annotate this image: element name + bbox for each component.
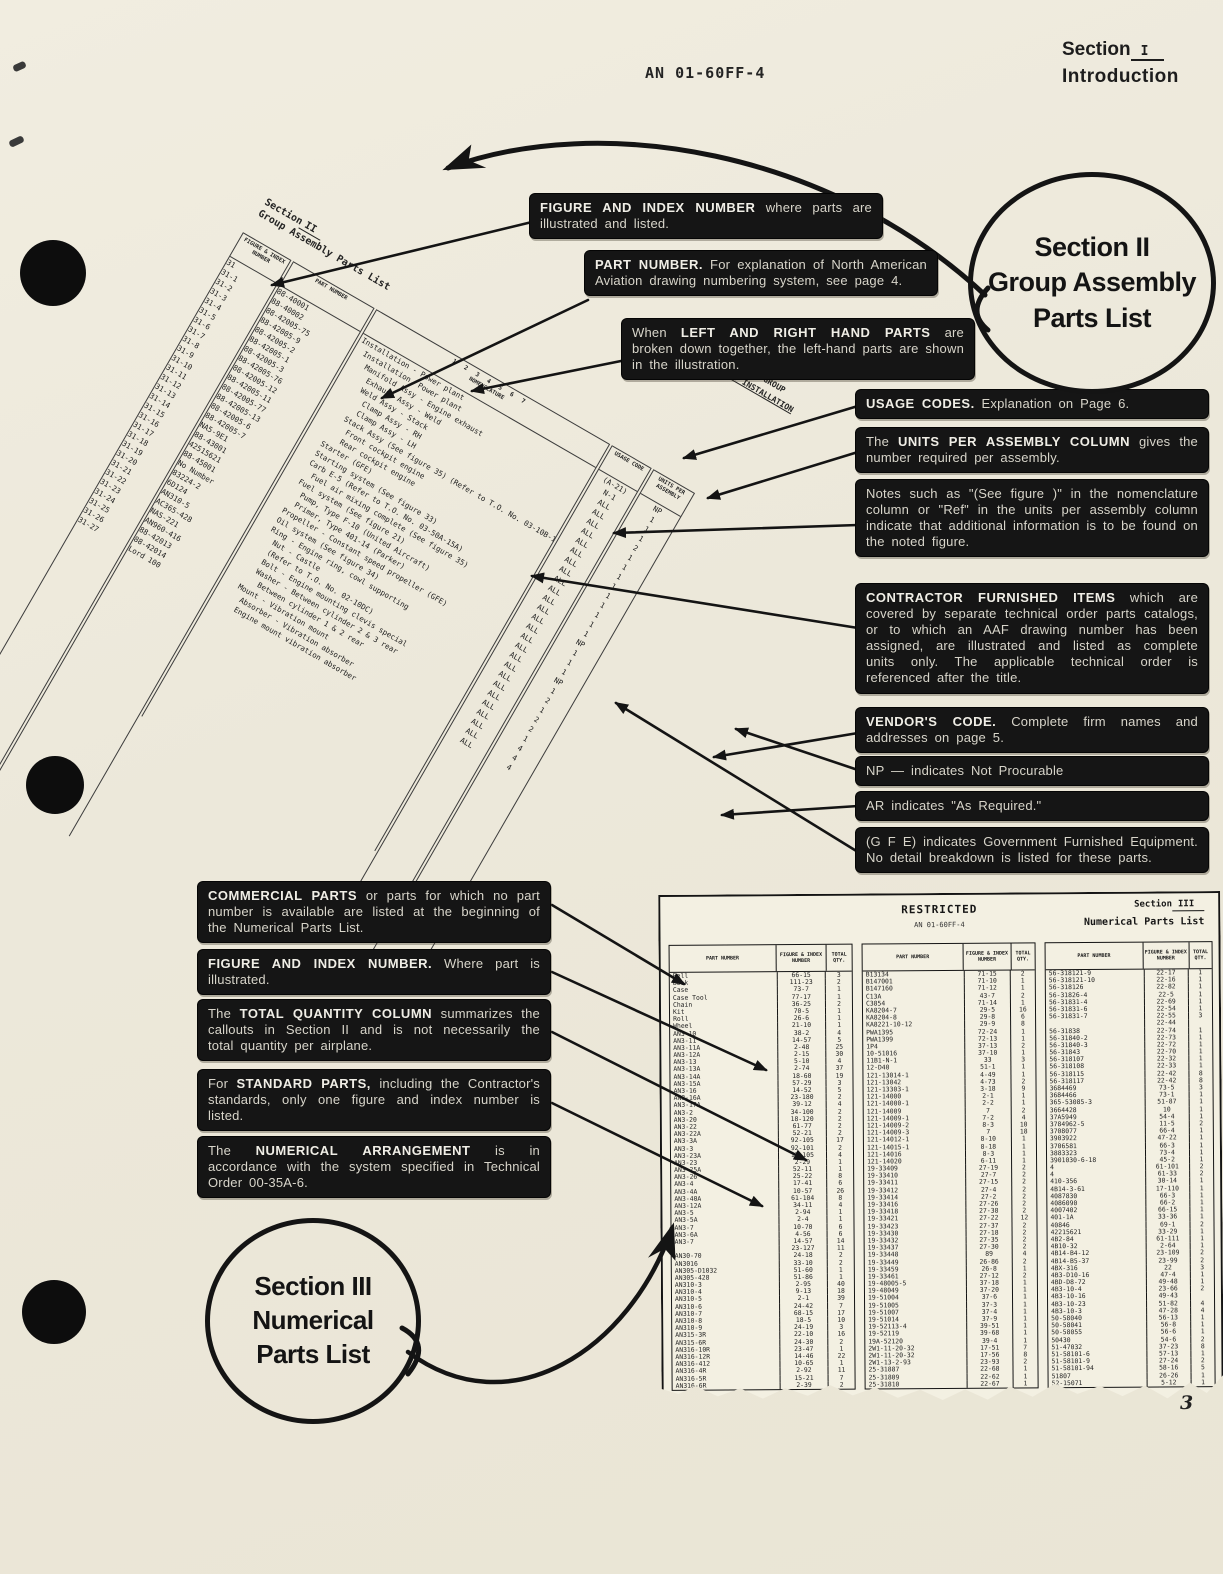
section-2-bubble: Section II Group Assembly Parts List [968,172,1216,394]
doc-number: AN 01-60FF-4 [645,64,766,82]
section-value: I [1130,45,1165,61]
callout-numerical-arrangement: The NUMERICAL ARRANGEMENT is in accordan… [198,1137,550,1198]
callout-usage-codes: USAGE CODES. Explanation on Page 6. [856,390,1208,419]
callout-notes: Notes such as "(See figure )" in the nom… [856,480,1208,557]
callout-standard-parts: For STANDARD PARTS, including the Contra… [198,1070,550,1131]
callout-figure-index-2: FIGURE AND INDEX NUMBER. Where part is i… [198,950,550,995]
scan-mark [8,135,25,148]
callout-ar: AR indicates "As Required." [856,792,1208,821]
binder-hole [22,1280,86,1344]
callout-np: NP — indicates Not Procurable [856,757,1208,786]
callout-commercial-parts: COMMERCIAL PARTS or parts for which no p… [198,882,550,943]
binder-hole [26,756,84,814]
callout-vendors-code: VENDOR'S CODE. Complete firm names and a… [856,708,1208,753]
group-assembly-sample-page: SectionII Group Assembly Parts List REST… [0,197,795,961]
callout-total-quantity: The TOTAL QUANTITY COLUMN summarizes the… [198,1000,550,1061]
panel-title: Numerical Parts List [1083,916,1205,928]
callout-left-right-parts: When LEFT AND RIGHT HAND PARTS are broke… [622,319,974,380]
callout-units-per-assembly: The UNITS PER ASSEMBLY COLUMN gives the … [856,428,1208,473]
scan-mark [12,60,27,73]
binder-hole [20,240,86,306]
section-subtitle: Introduction [1062,66,1179,87]
callout-contractor-furnished: CONTRACTOR FURNISHED ITEMS which are cov… [856,584,1208,693]
callout-part-number: PART NUMBER. For explanation of North Am… [585,251,937,296]
callout-gfe: (G F E) indicates Government Furnished E… [856,828,1208,873]
callout-figure-index: FIGURE AND INDEX NUMBER where parts are … [530,194,882,239]
section-3-bubble: Section III Numerical Parts List [205,1218,421,1424]
page-number: 3 [1180,1392,1194,1414]
